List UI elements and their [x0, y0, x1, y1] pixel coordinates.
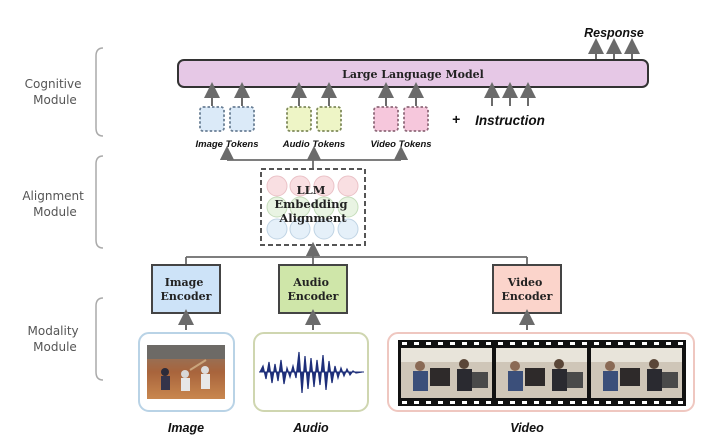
image-input-label: Image — [168, 421, 204, 435]
plus-sign: + — [452, 111, 460, 127]
video-token — [373, 106, 399, 132]
video-token — [403, 106, 429, 132]
photo-baseball — [147, 345, 225, 399]
instruction-label: Instruction — [475, 113, 545, 128]
video-tokens-label: Video Tokens — [370, 139, 431, 150]
image-input — [138, 332, 235, 412]
audio-waveform — [259, 351, 363, 394]
cognitive-module-label: Cognitive Module — [25, 77, 86, 107]
svg-text:Image Encoder: Image Encoder — [161, 276, 212, 303]
encoder-to-alignment-connectors — [185, 241, 528, 265]
alignment-box: LLM Embedding Alignment — [260, 168, 366, 246]
image-tokens-label: Image Tokens — [195, 139, 258, 150]
image-encoder: Image Encoder — [151, 264, 221, 314]
bracket-alignment — [95, 155, 104, 249]
audio-input — [253, 332, 369, 412]
image-token — [199, 106, 225, 132]
audio-encoder: Audio Encoder — [278, 264, 348, 314]
response-arrows — [588, 38, 640, 60]
video-frame-3 — [591, 348, 682, 398]
audio-tokens-label: Audio Tokens — [282, 139, 345, 150]
audio-token — [286, 106, 312, 132]
film-strip — [398, 340, 686, 406]
module-brackets — [95, 47, 104, 381]
bracket-modality — [95, 297, 104, 381]
video-frame-2 — [496, 348, 587, 398]
video-input — [387, 332, 695, 412]
response-label: Response — [584, 26, 644, 40]
alignment-to-token-connectors — [219, 145, 409, 168]
video-frame-1 — [401, 348, 492, 398]
svg-text:Video Encoder: Video Encoder — [502, 276, 553, 303]
llm-label: Large Language Model — [342, 68, 484, 81]
audio-input-label: Audio — [292, 421, 329, 435]
video-input-label: Video — [510, 421, 544, 435]
token-groups — [199, 106, 429, 132]
audio-token — [316, 106, 342, 132]
alignment-module-label: Alignment Module — [22, 189, 87, 219]
token-to-llm-arrows — [204, 82, 536, 106]
alignment-label: LLM Embedding Alignment — [274, 183, 351, 225]
svg-text:Audio Encoder: Audio Encoder — [288, 276, 339, 303]
bracket-cognitive — [95, 47, 104, 137]
image-token — [229, 106, 255, 132]
modality-module-label: Modality Module — [28, 324, 83, 354]
video-encoder: Video Encoder — [492, 264, 562, 314]
embedding-circles — [266, 175, 359, 240]
input-to-encoder-arrows — [178, 309, 535, 330]
